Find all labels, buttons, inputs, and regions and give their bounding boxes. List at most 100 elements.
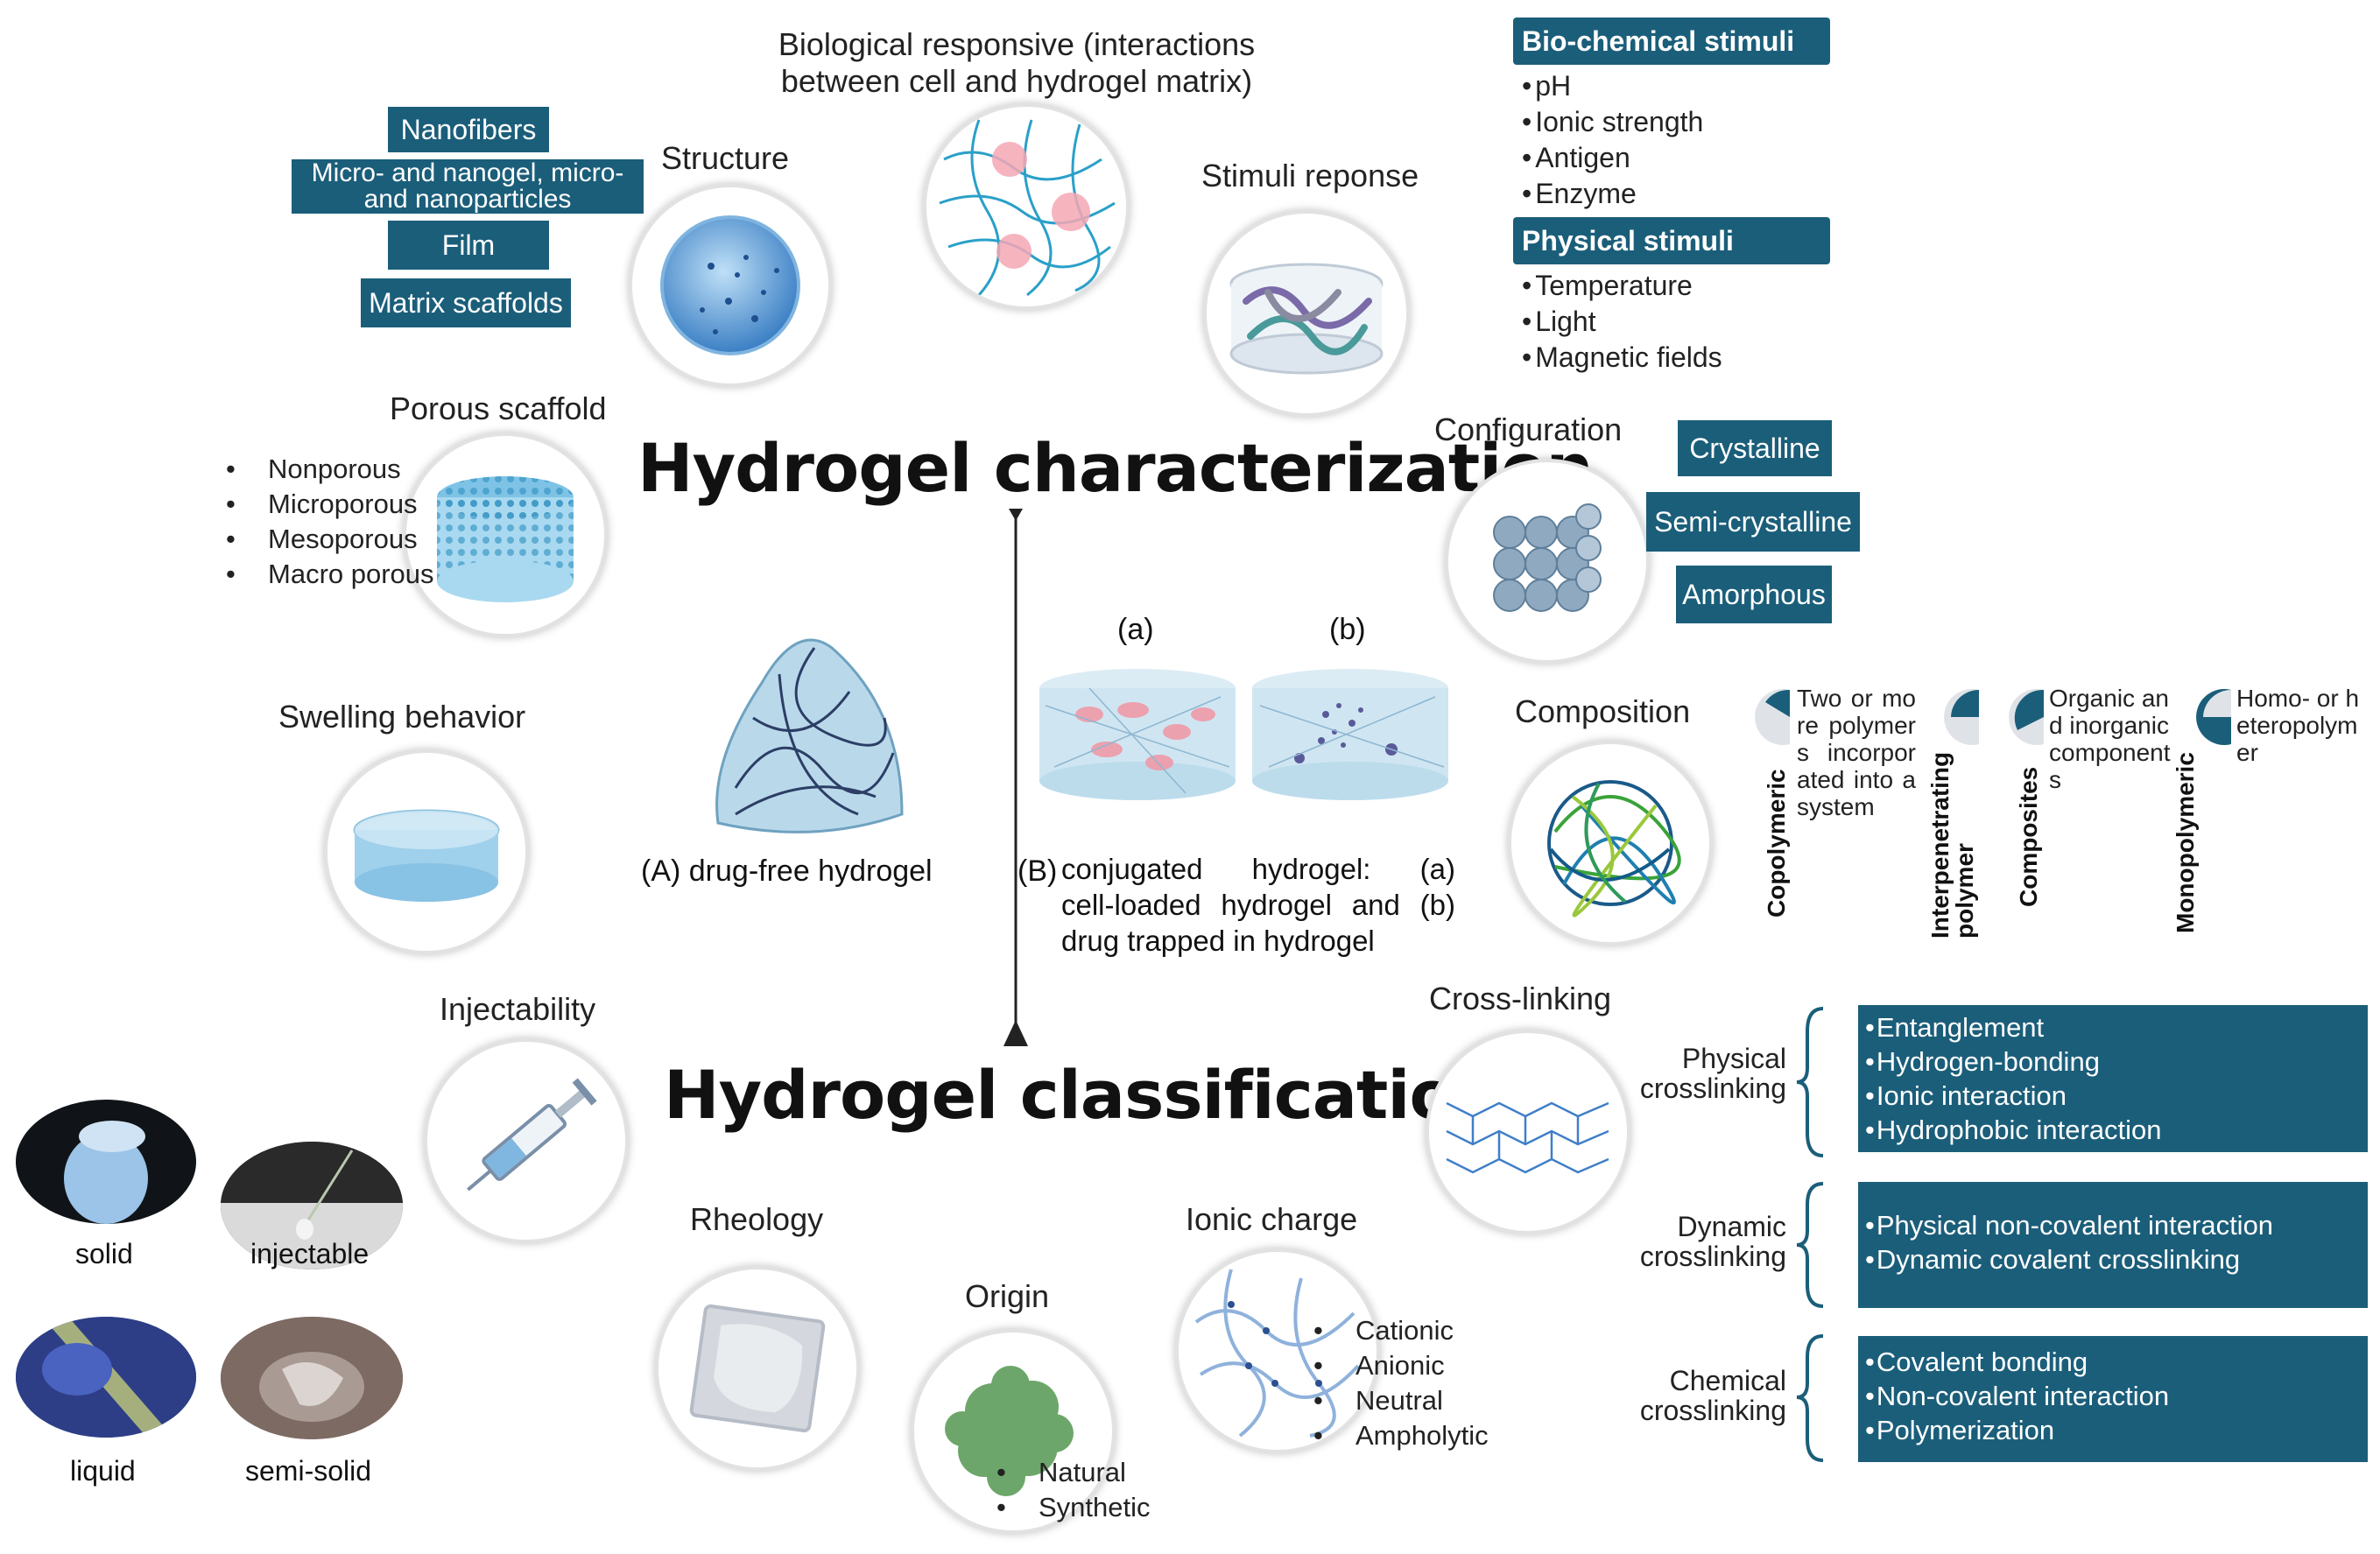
chemical-crosslinking-panel: Covalent bonding Non-covalent interactio…: [1858, 1336, 2368, 1462]
monopolymeric-desc: Homo- or heteropolymer: [2236, 685, 2360, 766]
composites-desc: Organic and inorganic components: [2049, 685, 2171, 793]
ionic-item: Neutral: [1313, 1383, 1489, 1418]
rheology-state-solid: solid: [75, 1238, 133, 1269]
config-box-semi-crystalline: Semi-crystalline: [1646, 492, 1860, 552]
conjugated-line: drug trapped in hydrogel: [1061, 925, 1375, 957]
origin-label: Origin: [965, 1278, 1050, 1314]
injectability-circle: [424, 1038, 629, 1243]
rheology-circle: [655, 1266, 860, 1471]
ionic-item: Cationic: [1313, 1313, 1489, 1348]
swelling-circle: [324, 749, 529, 954]
chemical-crosslinking-item: Covalent bonding: [1865, 1345, 2361, 1379]
dynamic-crosslinking-panel: Physical non-covalent interaction Dynami…: [1858, 1182, 2368, 1308]
physical-crosslinking-item: Entanglement: [1865, 1010, 2361, 1044]
petri-dish-icon: [660, 215, 800, 355]
biochem-item: Antigen: [1522, 140, 1703, 176]
swelling-label: Swelling behavior: [278, 699, 526, 735]
composition-label: Composition: [1515, 693, 1691, 729]
rheology-label: Rheology: [690, 1201, 824, 1237]
stimuli-label: Stimuli reponse: [1201, 158, 1419, 193]
biochem-item: Ionic strength: [1522, 104, 1703, 140]
porous-item: Macro porous: [226, 557, 434, 592]
dynamic-crosslinking-item: Physical non-covalent interaction: [1865, 1208, 2361, 1242]
chemical-crosslinking-item: Polymerization: [1865, 1413, 2361, 1447]
ionic-label: Ionic charge: [1186, 1201, 1358, 1237]
drug-trapped-hydrogel-icon: [1252, 669, 1448, 800]
drug-free-label: (A) drug-free hydrogel: [641, 854, 933, 888]
liquid-gel-image: [16, 1317, 196, 1438]
interpenetrating-pie-icon: [1944, 689, 1979, 745]
conjugated-tag-b: (b): [1329, 613, 1366, 646]
structure-box-nanofibers: Nanofibers: [388, 107, 549, 152]
syringe-icon: [467, 1078, 597, 1192]
gel-sheet-icon: [689, 1304, 826, 1433]
conjugated-marker: (B): [1017, 854, 1058, 888]
structure-box-matrix-scaffolds: Matrix scaffolds: [361, 278, 571, 327]
porous-label: Porous scaffold: [390, 390, 607, 426]
cell-loaded-hydrogel-icon: [1039, 669, 1236, 800]
biochem-stimuli-list: pH Ionic strength Antigen Enzyme: [1522, 68, 1703, 212]
config-box-crystalline: Crystalline: [1678, 420, 1832, 476]
solid-photo: [16, 1100, 196, 1224]
origin-item: Synthetic: [996, 1490, 1151, 1525]
configuration-label: Configuration: [1434, 411, 1623, 447]
physical-crosslinking-item: Hydrophobic interaction: [1865, 1113, 2361, 1147]
configuration-circle: [1445, 459, 1650, 664]
injectability-label: Injectability: [440, 991, 596, 1027]
chemical-brace: [1796, 1334, 1824, 1462]
title-characterization: Hydrogel characterization: [637, 429, 1594, 507]
rheology-state-injectable: injectable: [250, 1238, 370, 1269]
crosslinked-network-icon: [1446, 1101, 1609, 1174]
composition-type-composites: Composites: [2015, 766, 2042, 907]
structure-label: Structure: [661, 140, 790, 176]
swollen-gel-icon: [353, 809, 500, 902]
origin-item: Natural: [996, 1455, 1151, 1490]
dynamic-crosslinking-item: Dynamic covalent crosslinking: [1865, 1242, 2361, 1276]
composition-type-monopolymeric: Monopolymeric: [2172, 752, 2199, 933]
cell-matrix-icon: [939, 119, 1116, 297]
porous-item: Mesoporous: [226, 522, 434, 557]
ionic-item: Anionic: [1313, 1348, 1489, 1383]
composition-type-interpenetrating: Interpenetrating polymer: [1926, 751, 1978, 939]
semi-solid-gel-image: [221, 1317, 403, 1439]
porous-cylinder-icon: [437, 476, 574, 602]
composition-type-copolymeric: Copolymeric: [1763, 769, 1790, 918]
chemical-crosslinking-label: Chemical crosslinking: [1639, 1365, 1786, 1426]
config-box-amorphous: Amorphous: [1676, 566, 1832, 623]
liquid-photo: [16, 1317, 196, 1438]
ionic-list: Cationic Anionic Neutral Ampholytic: [1313, 1313, 1489, 1453]
physical-stimuli-item: Magnetic fields: [1522, 340, 1722, 376]
drug-free-hydrogel-icon: [715, 638, 904, 833]
conjugated-line: conjugated hydrogel: (a): [1061, 853, 1455, 885]
polymer-chains-icon: [1229, 263, 1384, 375]
stimuli-circle: [1203, 210, 1410, 417]
conjugated-tag-a: (a): [1117, 613, 1154, 646]
dynamic-crosslinking-label: Dynamic crosslinking: [1639, 1211, 1786, 1272]
physical-crosslinking-label: Physical crosslinking: [1639, 1043, 1786, 1104]
biochem-stimuli-header: Bio-chemical stimuli: [1513, 18, 1830, 65]
biochem-item: Enzyme: [1522, 176, 1703, 212]
structure-box-micro-nanogel: Micro- and nanogel, micro- and nanoparti…: [292, 159, 644, 214]
physical-crosslinking-panel: Entanglement Hydrogen-bonding Ionic inte…: [1858, 1005, 2368, 1152]
physical-stimuli-header: Physical stimuli: [1513, 217, 1830, 264]
physical-stimuli-list: Temperature Light Magnetic fields: [1522, 268, 1722, 376]
ionic-item: Ampholytic: [1313, 1418, 1489, 1453]
physical-stimuli-item: Light: [1522, 304, 1722, 340]
physical-crosslinking-item: Hydrogen-bonding: [1865, 1044, 2361, 1079]
biochem-item: pH: [1522, 68, 1703, 104]
rheology-state-liquid: liquid: [70, 1455, 136, 1487]
crystal-lattice-icon: [1493, 503, 1602, 612]
porous-item: Nonporous: [226, 452, 434, 487]
semi-solid-photo: [221, 1317, 403, 1439]
crosslinking-circle: [1426, 1030, 1630, 1234]
structure-box-film: Film: [388, 221, 549, 270]
porous-circle: [403, 432, 608, 637]
conjugated-description: conjugated hydrogel: (a) cell-loaded hyd…: [1061, 851, 1455, 959]
monopolymeric-pie-icon: [2196, 689, 2231, 745]
copolymeric-desc: Two or more polymers incorporated into a…: [1797, 685, 1916, 820]
solid-gel-image: [64, 1121, 148, 1224]
biological-circle: [923, 103, 1130, 310]
physical-stimuli-item: Temperature: [1522, 268, 1722, 304]
physical-crosslinking-item: Ionic interaction: [1865, 1079, 2361, 1113]
